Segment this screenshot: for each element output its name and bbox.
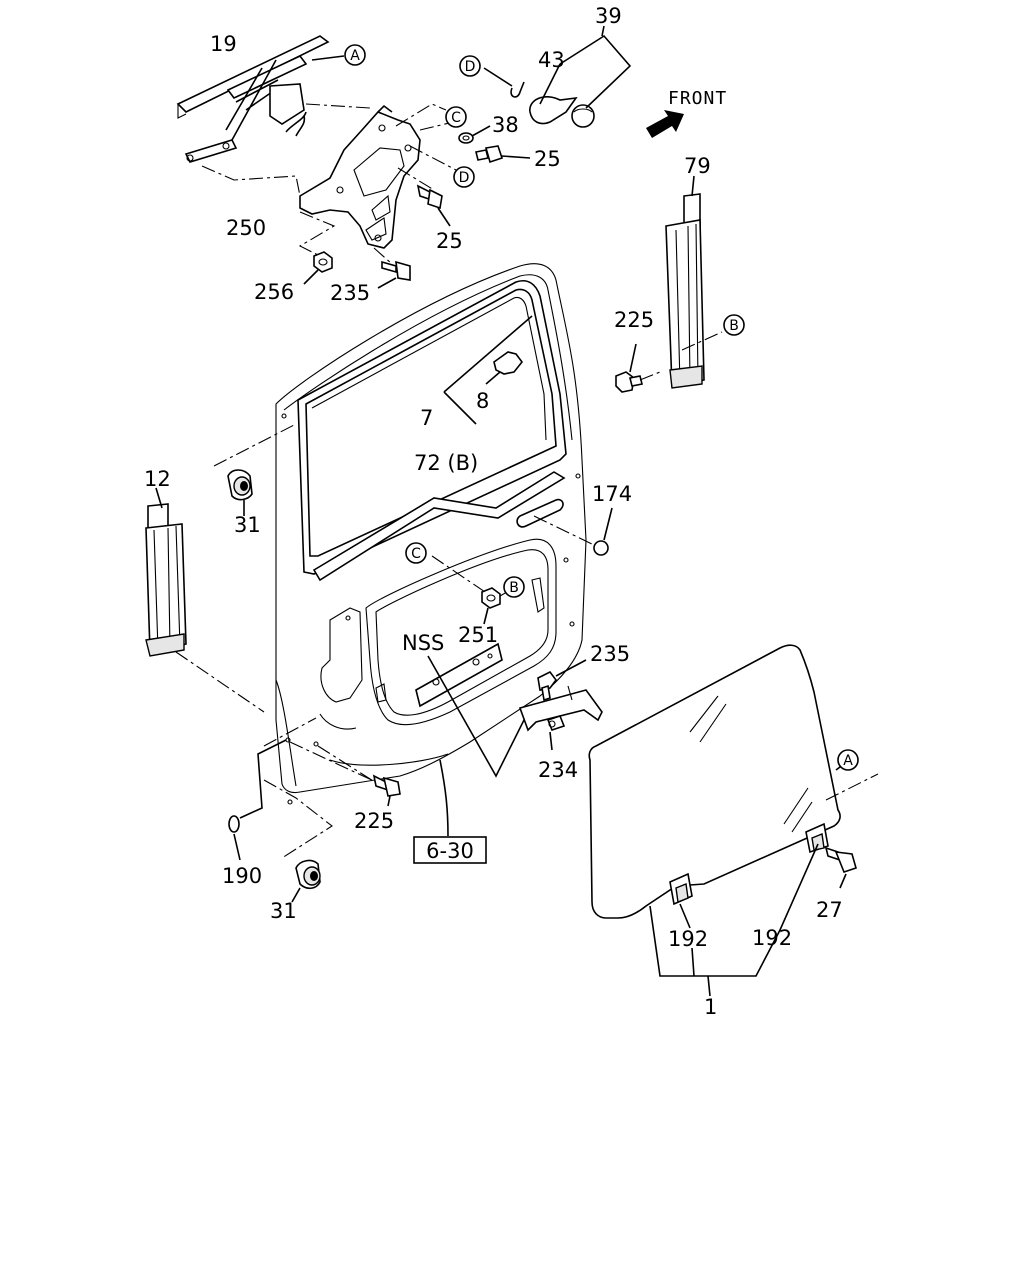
- label-225-door: 225: [354, 809, 394, 833]
- clip-8: [493, 351, 524, 375]
- svg-text:B: B: [729, 318, 739, 334]
- label-25-mid: 25: [436, 229, 463, 253]
- channel-12: [145, 503, 187, 657]
- front-arrow-icon: [646, 110, 684, 138]
- label-174: 174: [592, 482, 632, 506]
- label-225-pillar: 225: [614, 308, 654, 332]
- label-234: 234: [538, 758, 578, 782]
- glass-clamp-192-left: [669, 872, 693, 906]
- bolt-25-mid: [416, 184, 443, 210]
- stopper-31-lower: [295, 859, 321, 890]
- label-43: 43: [538, 48, 565, 72]
- handle-39: [529, 96, 595, 128]
- nut-256: [313, 251, 333, 273]
- clip-43: [510, 81, 525, 98]
- run-channel-79: [665, 193, 705, 389]
- label-235-top: 235: [330, 281, 370, 305]
- bracket-234: [518, 685, 603, 732]
- bolt-27: [824, 846, 857, 873]
- svg-text:A: A: [350, 48, 360, 64]
- label-79: 79: [684, 154, 711, 178]
- svg-text:C: C: [451, 110, 461, 126]
- label-25-top: 25: [534, 147, 561, 171]
- ref-circle-d-top: D: [459, 55, 481, 77]
- label-7: 7: [420, 406, 433, 430]
- svg-text:6-30: 6-30: [426, 839, 474, 863]
- label-192-right: 192: [752, 926, 792, 950]
- ref-circle-a-top: A: [344, 44, 366, 66]
- label-12: 12: [144, 467, 171, 491]
- svg-text:D: D: [465, 59, 476, 75]
- label-31-upper: 31: [234, 513, 261, 537]
- bolt-225-pillar: [615, 371, 643, 393]
- label-251: 251: [458, 623, 498, 647]
- label-256: 256: [254, 280, 294, 304]
- nut-251: [481, 587, 501, 609]
- label-192-left: 192: [668, 927, 708, 951]
- bolt-235-door: [537, 670, 557, 702]
- front-label: FRONT: [668, 88, 727, 109]
- label-190: 190: [222, 864, 262, 888]
- ref-circle-a-right: A: [837, 749, 859, 771]
- label-nss: NSS: [402, 631, 444, 655]
- door-panel: [275, 263, 587, 794]
- ref-circle-b-door: B: [503, 576, 525, 598]
- label-235-door: 235: [590, 642, 630, 666]
- svg-text:A: A: [843, 753, 853, 769]
- ref-circle-b-pillar: B: [723, 314, 745, 336]
- ref-circle-d-mid: D: [453, 166, 475, 188]
- ref-circle-c-top: C: [445, 106, 467, 128]
- label-8: 8: [476, 389, 489, 413]
- label-39: 39: [595, 4, 622, 28]
- svg-text:D: D: [459, 170, 470, 186]
- ref-circle-c-door: C: [405, 542, 427, 564]
- regulator-bracket-250: [299, 104, 421, 249]
- label-38: 38: [492, 113, 519, 137]
- ref-box-6-30: 6-30: [413, 836, 487, 864]
- label-1: 1: [704, 995, 717, 1019]
- svg-text:C: C: [411, 546, 421, 562]
- door-glass-1: [588, 644, 841, 919]
- bolt-225-door: [372, 774, 401, 797]
- bolt-25-top: [475, 145, 504, 164]
- stopper-31-upper: [227, 469, 253, 501]
- label-19: 19: [210, 32, 237, 56]
- svg-text:B: B: [509, 580, 519, 596]
- label-27: 27: [816, 898, 843, 922]
- glass-clamp-192-right: [805, 822, 829, 854]
- label-31-lower: 31: [270, 899, 297, 923]
- bolt-235-top: [381, 260, 411, 281]
- label-72b: 72 (B): [414, 451, 478, 475]
- window-regulator-19: [176, 35, 330, 163]
- label-250: 250: [226, 216, 266, 240]
